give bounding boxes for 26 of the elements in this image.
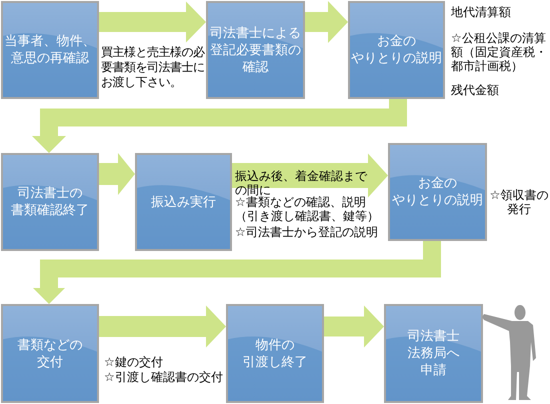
process-box: お金のやりとりの説明 [348, 1, 445, 99]
arrow [305, 1, 348, 43]
note-text: ☆司法書士から登記の説明 [235, 225, 379, 240]
note-text: ☆引渡し確認書の交付 [104, 370, 224, 384]
arrow [32, 99, 407, 153]
process-box: 物件の引渡し終了 [226, 304, 324, 403]
process-box: お金のやりとりの説明 [388, 143, 487, 241]
arrow [99, 2, 206, 42]
process-box: 当事者、物件、意思の再確認 [1, 1, 99, 99]
arrow [99, 153, 135, 195]
note-text: 残代金額 [451, 83, 500, 97]
edge-label: 振込み後、着金確認までの間に [235, 168, 368, 197]
process-box: 司法書士の書類確認終了 [1, 153, 99, 251]
note-text: 買主様と売主様の必要書類を司法書士にお渡し下さい。 [101, 44, 206, 90]
arrow [33, 241, 441, 304]
note-text: ☆鍵の交付 [104, 355, 164, 369]
process-box: 書類などの交付 [1, 304, 99, 403]
note-text: ☆書類などの確認、説明（引き渡し確認書、鍵等） [235, 195, 380, 224]
process-box: 司法書士法務局へ申請 [384, 304, 483, 403]
arrow [99, 306, 226, 348]
note-text: ☆公租公課の清算額（固定資産税・都市計画税） [451, 31, 548, 73]
process-box: 振込み実行 [135, 153, 232, 251]
process-box: 司法書士による登記必要書類の確認 [206, 1, 305, 99]
note-text: ☆領収書の発行 [488, 188, 550, 216]
arrow [232, 154, 388, 198]
note-text: 地代清算額 [451, 4, 512, 18]
